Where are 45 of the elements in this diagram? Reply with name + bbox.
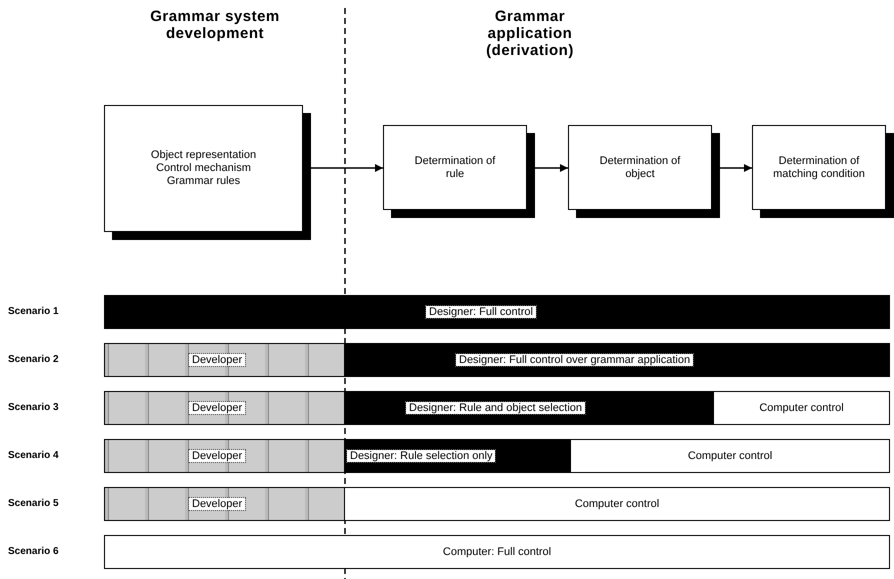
row-label: Scenario 3 <box>8 402 59 413</box>
box-text: Determination of matching condition <box>772 154 866 180</box>
bar-text: Designer: Full control over grammar application <box>456 354 694 366</box>
control-bar-segment <box>344 343 890 377</box>
bar-text: Designer: Full control <box>426 306 536 318</box>
box-text: Control mechanism <box>156 162 251 175</box>
bar-text: Designer: Rule and object selection <box>406 402 586 414</box>
arrow <box>535 164 568 172</box>
bar-text: Computer control <box>688 450 772 462</box>
column-heading: Grammar system development <box>150 8 280 42</box>
row-label: Scenario 4 <box>8 450 59 461</box>
bar-text: Computer control <box>759 402 844 414</box>
bar-text: Designer: Rule selection only <box>347 450 496 462</box>
hatched-bar-segment <box>104 487 345 521</box>
hatched-bar-segment <box>104 391 345 425</box>
box-text: Object representation <box>150 149 256 162</box>
row-label: Scenario 2 <box>8 354 59 365</box>
column-heading: Grammar application (derivation) <box>485 8 575 59</box>
box-text: Determination of object <box>598 154 682 180</box>
control-bar-segment <box>104 535 890 569</box>
control-bar-segment <box>570 439 890 473</box>
bar-text: Developer <box>189 450 246 462</box>
arrow <box>720 164 752 172</box>
bar-text: Developer <box>189 498 246 510</box>
bar-text: Developer <box>189 402 246 414</box>
hatched-bar-segment <box>104 439 345 473</box>
control-bar-segment <box>344 391 713 425</box>
bar-text: Developer <box>189 354 246 366</box>
control-bar-segment <box>713 391 890 425</box>
bar-text: Computer: Full control <box>442 546 552 558</box>
hatched-bar-segment <box>104 343 345 377</box>
control-bar-segment <box>344 439 570 473</box>
bar-text: Computer control <box>574 498 660 510</box>
box-text: Determination of rule <box>414 154 496 180</box>
control-bar-segment <box>344 487 890 521</box>
row-label: Scenario 6 <box>8 546 59 557</box>
box-text: Grammar rules <box>166 175 240 188</box>
arrow <box>311 164 383 172</box>
process-box <box>104 105 311 240</box>
process-box <box>383 125 535 218</box>
process-box <box>752 125 894 218</box>
control-bar-segment <box>104 295 890 329</box>
process-box <box>568 125 720 218</box>
row-label: Scenario 5 <box>8 498 59 509</box>
row-label: Scenario 1 <box>8 306 59 317</box>
